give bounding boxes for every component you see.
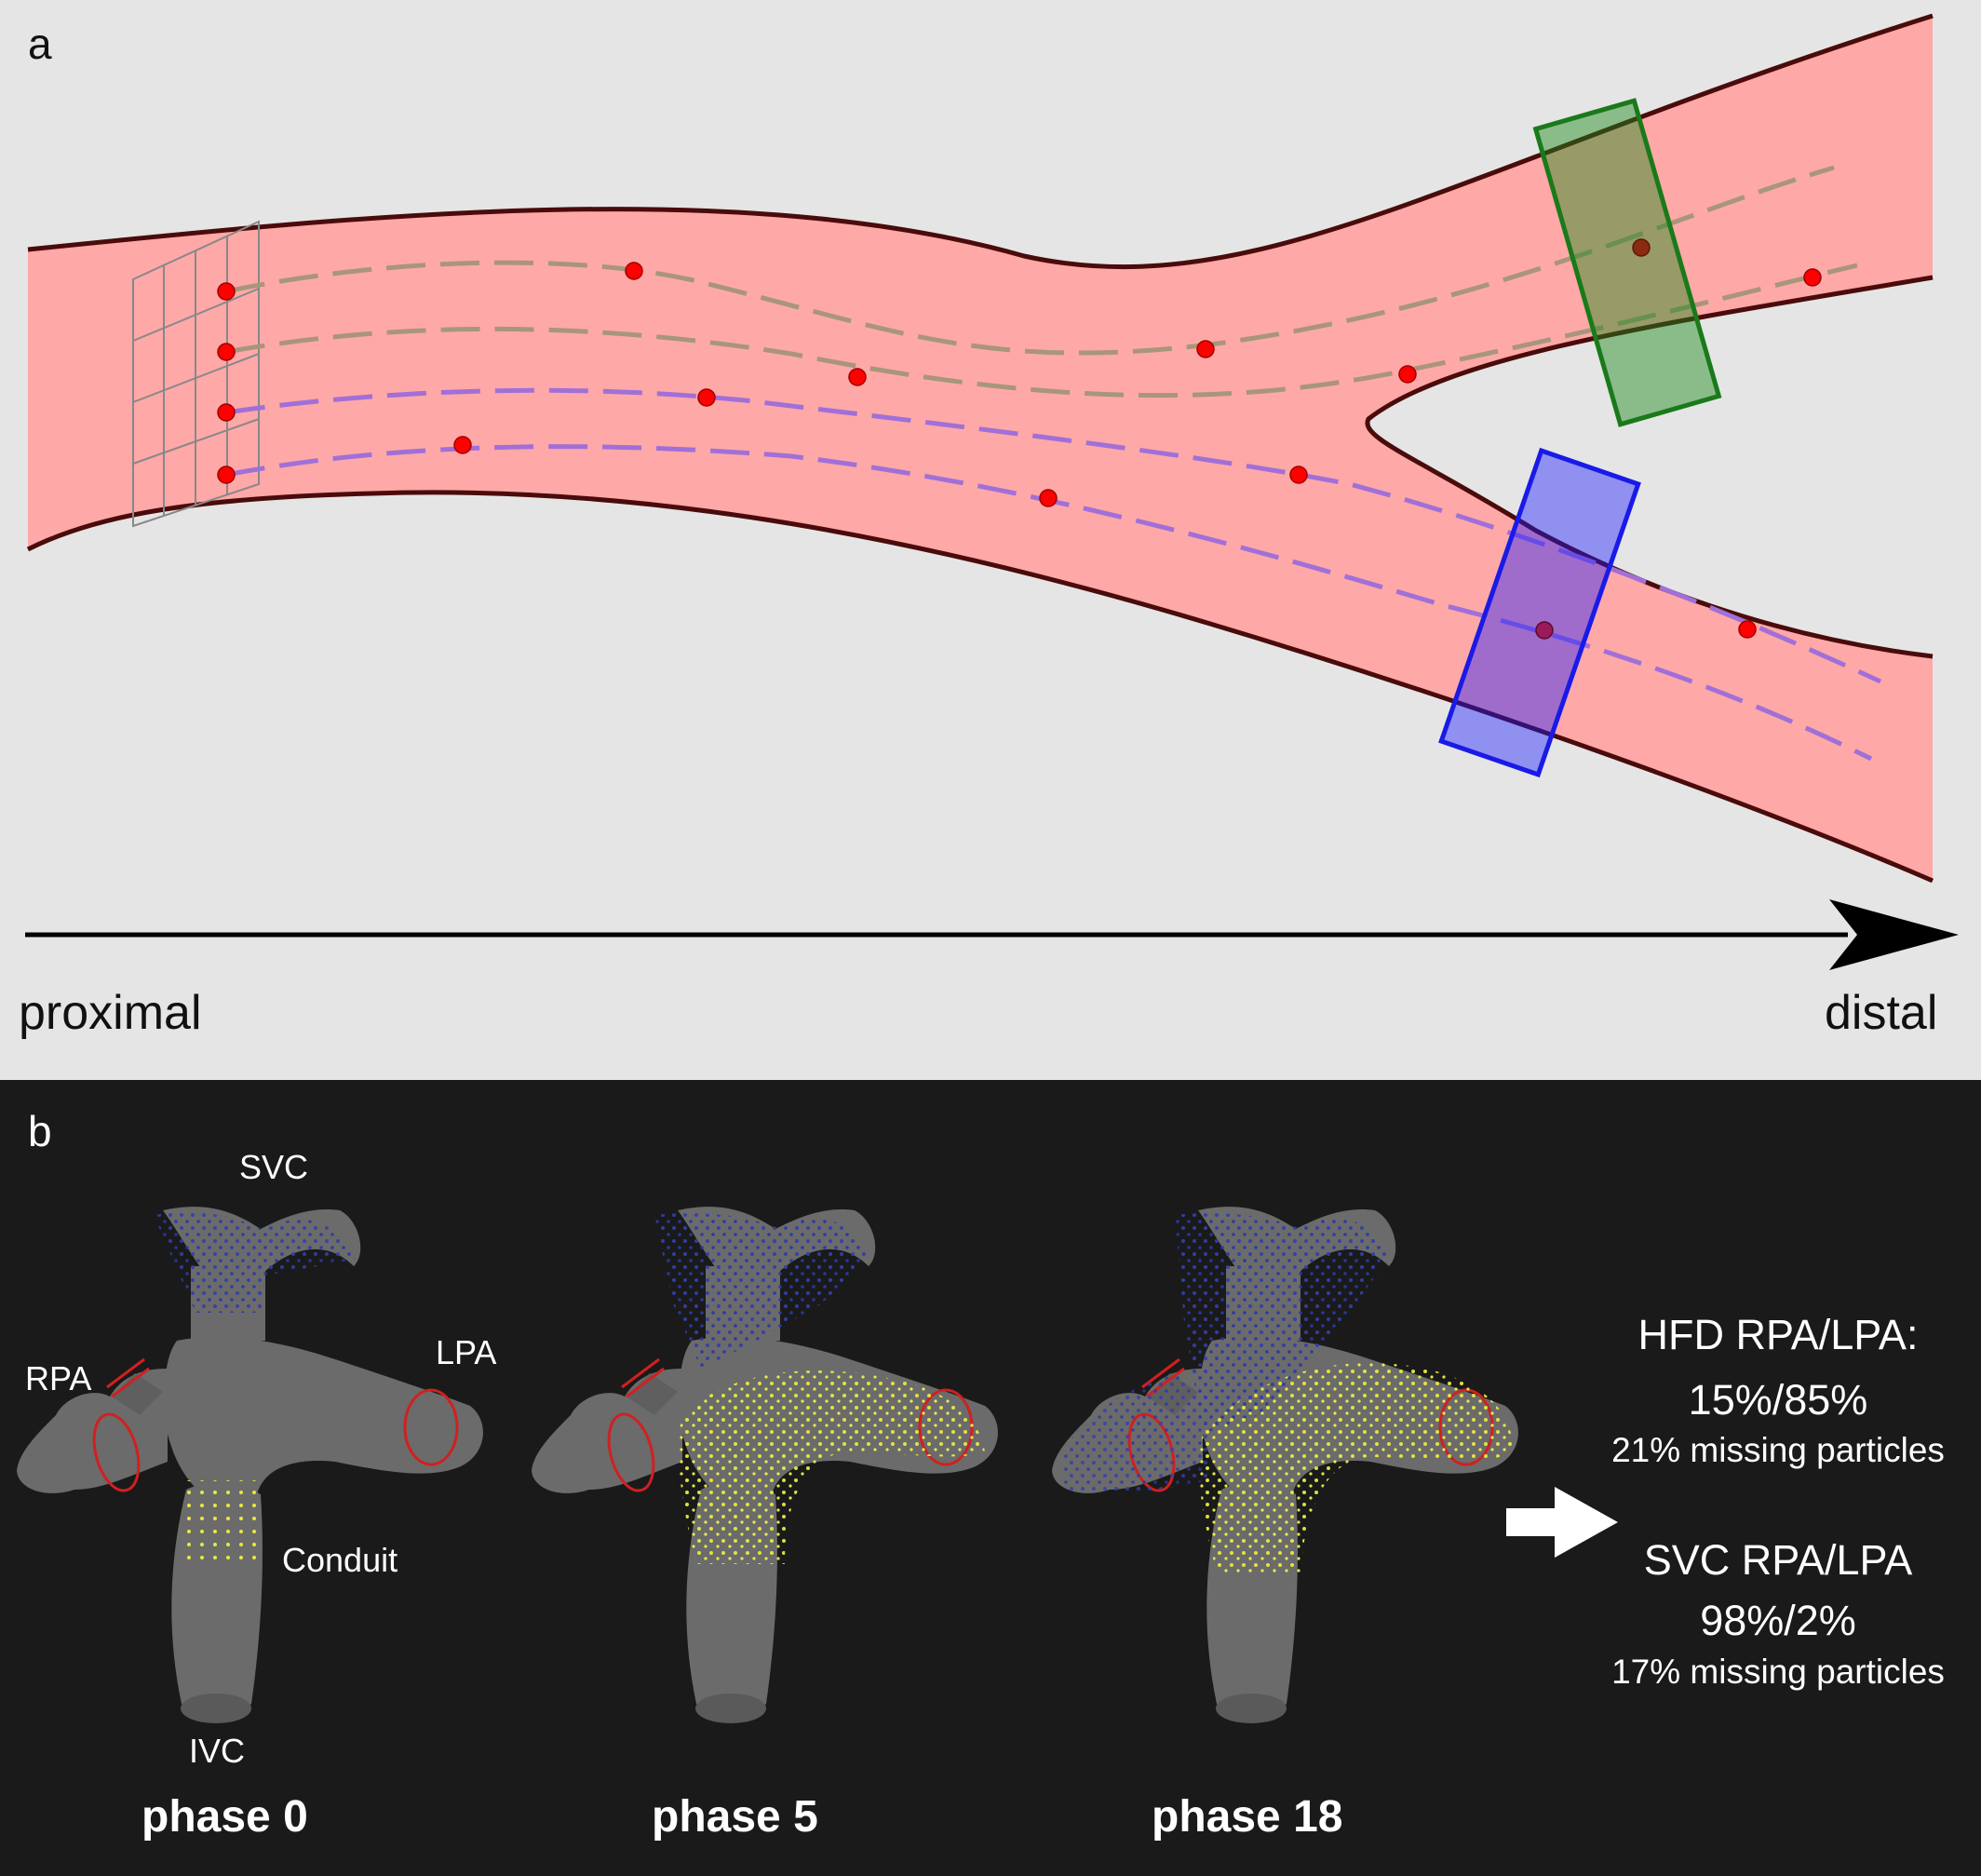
- svc-particles-phase-18: [1175, 1213, 1389, 1434]
- model-phase-0: [15, 1205, 485, 1725]
- svc-particles-phase-5: [654, 1213, 869, 1369]
- panel-a-diagram: [0, 0, 1981, 1080]
- seed-point: [217, 403, 236, 422]
- phase-label-5: phase 5: [652, 1792, 818, 1842]
- particle-point: [1803, 268, 1822, 287]
- particle-point: [1039, 489, 1058, 507]
- flow-axis-arrowhead: [1829, 899, 1959, 970]
- ivc-particles-phase-18: [1198, 1362, 1515, 1573]
- panel-a-letter: a: [28, 20, 52, 68]
- model-phase-5: [530, 1205, 1000, 1725]
- axis-end-label: distal: [1825, 986, 1938, 1040]
- label-svc: SVC: [239, 1148, 309, 1186]
- hfd-split-value: 15%/85%: [1688, 1376, 1868, 1424]
- pathline-4: [225, 444, 1873, 762]
- axis-start-label: proximal: [19, 986, 202, 1040]
- pathline-3: [225, 387, 1882, 684]
- svc-particles-phase-0: [154, 1212, 358, 1313]
- particle-point: [1289, 466, 1308, 484]
- particle-point: [1196, 340, 1215, 358]
- hfd-split-title: HFD RPA/LPA:: [1637, 1311, 1919, 1358]
- particle-point: [848, 368, 867, 386]
- particle-point: [625, 262, 643, 280]
- svc-missing-particles: 17% missing particles: [1611, 1653, 1945, 1691]
- label-ivc: IVC: [189, 1732, 246, 1770]
- label-conduit: Conduit: [282, 1541, 398, 1579]
- particle-point-in-plane: [1632, 238, 1651, 257]
- particle-point-in-plane: [1535, 621, 1554, 640]
- particle-points: [217, 262, 1822, 639]
- model-phase-18: [1050, 1205, 1520, 1725]
- panel-b-letter: b: [28, 1107, 52, 1155]
- seed-point: [217, 343, 236, 361]
- vessel-wall-branch-upper: [1365, 275, 1934, 659]
- hfd-missing-particles: 21% missing particles: [1611, 1431, 1945, 1469]
- seed-grid: [132, 220, 260, 528]
- vessel-body: [28, 16, 1933, 881]
- conduit-particles-phase-0: [182, 1480, 265, 1569]
- pathline-1: [225, 165, 1835, 356]
- ivc-particles-phase-5: [678, 1370, 985, 1564]
- phase-label-18: phase 18: [1152, 1792, 1343, 1842]
- vessel-wall-upper: [27, 13, 1934, 270]
- rpa-particles-phase-18: [1063, 1373, 1207, 1494]
- vessel-wall-lower: [26, 490, 1934, 884]
- particle-point: [1398, 365, 1417, 384]
- svc-split-title: SVC RPA/LPA: [1643, 1536, 1913, 1584]
- measurement-plane-blue: [1438, 447, 1641, 778]
- label-rpa: RPA: [25, 1359, 92, 1397]
- seed-point: [217, 466, 236, 484]
- svc-split-value: 98%/2%: [1700, 1597, 1856, 1644]
- label-lpa: LPA: [436, 1333, 497, 1371]
- particle-point: [1738, 620, 1757, 639]
- pathline-2: [225, 263, 1858, 398]
- measurement-plane-green: [1532, 98, 1722, 427]
- seed-point: [217, 282, 236, 301]
- particle-point: [453, 436, 472, 454]
- particle-point: [697, 388, 716, 407]
- phase-label-0: phase 0: [142, 1792, 308, 1842]
